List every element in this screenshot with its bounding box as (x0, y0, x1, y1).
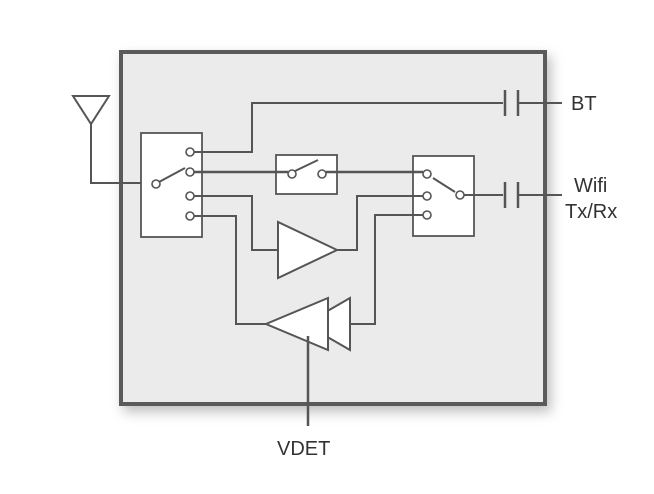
vdet-label: VDET (277, 438, 330, 460)
bypass-switch-block (275, 154, 338, 195)
bt-label: BT (571, 93, 597, 115)
antenna-icon (71, 95, 148, 184)
lna-input-wire (194, 195, 278, 251)
power-amplifier-icon (263, 296, 351, 352)
pa-input-wire (350, 214, 423, 325)
capacitor-icon (503, 90, 562, 116)
wifi-label: Wifi (574, 175, 607, 197)
txrx-label: Tx/Rx (565, 201, 617, 223)
right-switch-block (412, 155, 475, 237)
left-switch-block (140, 132, 203, 238)
capacitor-icon (503, 182, 562, 208)
bt-path-wire (194, 102, 503, 153)
amplifier-icon (277, 220, 340, 280)
lna-output-wire (337, 195, 423, 251)
pa-output-wire (194, 215, 266, 325)
